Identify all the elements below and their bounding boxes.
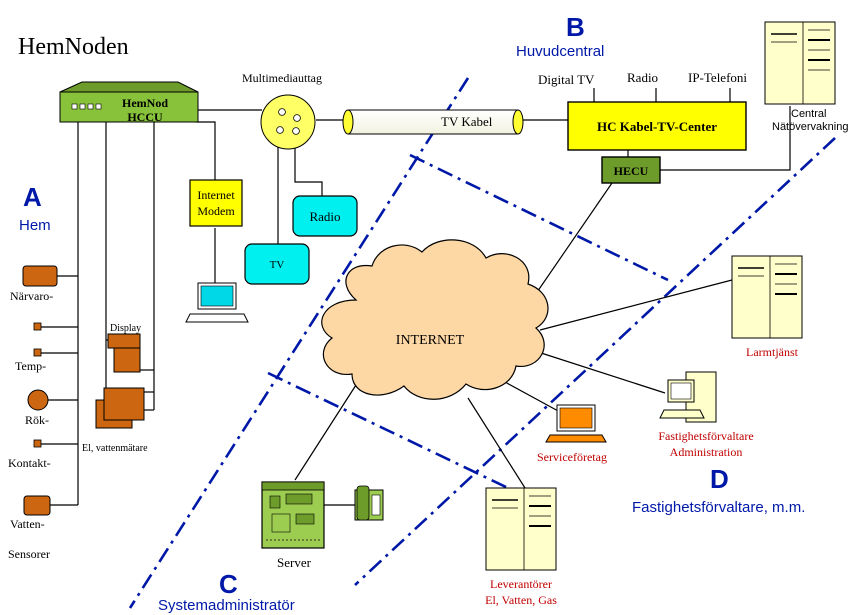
presence-sensor-icon — [22, 265, 58, 287]
laptop-icon — [185, 282, 249, 323]
desktop-pc-icon — [659, 371, 717, 423]
multimedia-label: Multimediauttag — [242, 71, 322, 85]
phone-icon — [354, 485, 384, 521]
central-cabinet-icon — [764, 21, 836, 105]
hemnod-hccu: HemNod HCCU — [59, 81, 199, 124]
alarm-cabinet-icon — [731, 255, 803, 339]
tv-cable-label: TV Kabel — [441, 114, 493, 129]
service-company-label: Serviceföretag — [537, 450, 607, 464]
internet-label: INTERNET — [396, 333, 465, 348]
tv-box-label: TV — [270, 259, 285, 271]
radio-box-label: Radio — [309, 209, 340, 224]
zone-boundaries — [128, 77, 836, 609]
temp-sensor-icon-1 — [33, 322, 42, 331]
hccu-label-line1: HemNod — [122, 96, 168, 110]
zone-b-name: Huvudcentral — [516, 43, 604, 60]
zone-a-letter: A — [23, 182, 42, 212]
service-laptop-icon — [545, 404, 607, 443]
sensors-caption: Sensorer — [8, 547, 50, 561]
property-manager-line2: Administration — [670, 445, 743, 459]
meters-label: El, vattenmätare — [82, 443, 148, 454]
supplier-cabinet-icon — [485, 487, 557, 571]
central-label-line2: Nätövervakning — [772, 121, 848, 133]
hc-kabel-tv-center-box — [567, 101, 747, 151]
zone-a-name: Hem — [19, 217, 51, 234]
sensor-temp-label: Temp- — [15, 359, 46, 373]
hecu-label: HECU — [614, 164, 649, 178]
zone-b-letter: B — [566, 12, 585, 42]
temp-sensor-icon-2 — [33, 348, 42, 357]
hccu-label-line2: HCCU — [127, 110, 163, 124]
meters-icon — [95, 387, 145, 429]
service-radio: Radio — [627, 70, 658, 85]
zone-c-name: Systemadministratör — [158, 597, 295, 614]
sensor-contact-label: Kontakt- — [8, 456, 51, 470]
suppliers-line2: El, Vatten, Gas — [485, 593, 557, 607]
page-title: HemNoden — [18, 34, 129, 60]
property-manager-line1: Fastighetsförvaltare — [658, 429, 753, 443]
internet-cloud — [321, 239, 549, 400]
alarm-service-label: Larmtjänst — [746, 345, 799, 359]
tv-cable — [342, 109, 524, 135]
suppliers-line1: Leverantörer — [490, 577, 552, 591]
central-label-line1: Central — [791, 108, 826, 120]
service-ip-telefoni: IP-Telefoni — [688, 70, 747, 85]
display-label: Display — [110, 323, 141, 334]
boundary-line-left — [128, 77, 470, 609]
server-icon — [261, 481, 325, 549]
zone-d-letter: D — [710, 464, 729, 494]
internet-modem-line2: Modem — [197, 204, 235, 218]
sensor-water-label: Vatten- — [10, 517, 45, 531]
internet-modem-line1: Internet — [197, 188, 235, 202]
multimedia-outlet — [260, 94, 316, 150]
wires — [40, 88, 791, 506]
boundary-line-bottom — [267, 371, 509, 490]
smoke-sensor-icon — [27, 389, 49, 411]
zone-c-letter: C — [219, 569, 238, 599]
display-icon — [107, 333, 141, 373]
water-sensor-icon — [23, 495, 51, 516]
internet-modem-box — [189, 179, 243, 227]
sensor-smoke-label: Rök- — [25, 413, 49, 427]
tv-box — [244, 243, 310, 285]
service-digital-tv: Digital TV — [538, 72, 595, 87]
hecu-box — [601, 156, 661, 184]
hc-kabel-tv-center-label: HC Kabel-TV-Center — [597, 119, 717, 134]
radio-box — [292, 195, 358, 237]
contact-sensor-icon — [33, 439, 42, 448]
zone-d-name: Fastighetsförvaltare, m.m. — [632, 499, 805, 516]
sensor-presence-label: Närvaro- — [10, 289, 53, 303]
server-label: Server — [277, 555, 312, 570]
